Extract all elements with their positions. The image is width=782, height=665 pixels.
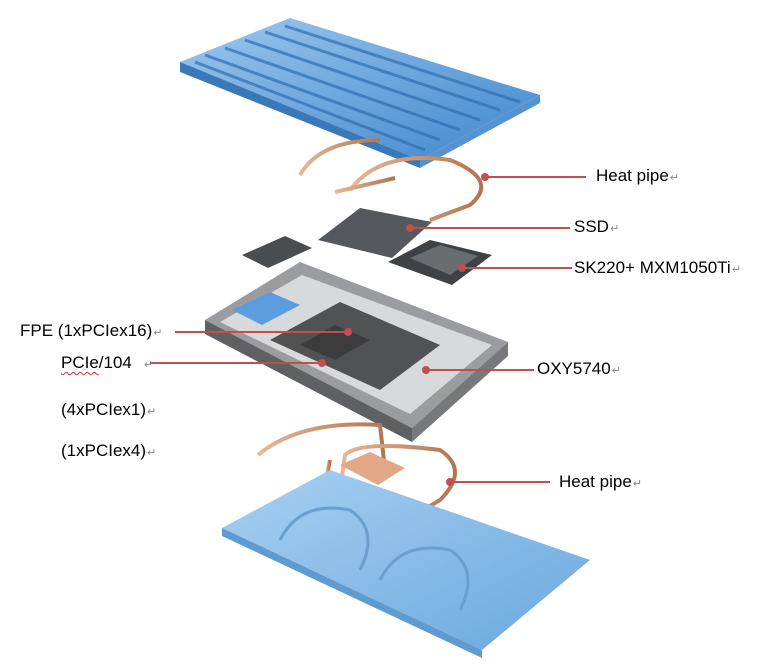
return-mark: ↵ — [147, 447, 157, 459]
label-fpe: FPE (1xPCIex16)↵ — [20, 321, 162, 343]
label-pcie-4x1: (4xPCIex1)↵ — [61, 400, 156, 422]
ssd-module — [318, 208, 432, 258]
copper-block — [340, 452, 405, 485]
label-text: OXY5740 — [537, 359, 611, 378]
label-text: Heat pipe — [559, 472, 632, 491]
label-text: FPE (1xPCIex16) — [20, 321, 153, 340]
label-pcie104: PCIe/104 ↵ — [61, 353, 153, 375]
label-ssd: SSD↵ — [574, 217, 619, 239]
label-text: (4xPCIex1) — [61, 400, 147, 419]
label-heat-pipe-bottom: Heat pipe↵ — [559, 472, 642, 494]
bottom-cold-plate — [222, 470, 590, 658]
return-mark: ↵ — [153, 327, 163, 339]
label-text: Heat pipe — [596, 166, 669, 185]
top-heatsink — [180, 18, 540, 168]
return-mark: ↵ — [147, 406, 157, 418]
label-sk220: SK220+ MXM1050Ti↵ — [574, 258, 741, 280]
label-heat-pipe-top: Heat pipe↵ — [596, 166, 679, 188]
label-text: (1xPCIex4) — [61, 441, 147, 460]
return-mark: ↵ — [669, 172, 679, 184]
leader-lines — [150, 173, 586, 486]
return-mark: ↵ — [611, 365, 621, 377]
label-text: PCIe — [61, 353, 99, 372]
label-pcie-1x4: (1xPCIex4)↵ — [61, 441, 156, 463]
top-heat-pipes — [298, 138, 484, 222]
label-text: SK220+ MXM1050Ti — [574, 258, 731, 277]
return-mark: ↵ — [731, 264, 741, 276]
return-mark: ↵ — [609, 223, 620, 235]
return-mark: ↵ — [632, 478, 642, 490]
small-board — [242, 236, 312, 268]
return-mark: ↵ — [143, 359, 154, 371]
label-text: /104 — [98, 353, 132, 372]
chassis-frame — [205, 262, 508, 442]
label-text: SSD — [574, 217, 609, 236]
label-oxy5740: OXY5740↵ — [537, 359, 621, 381]
